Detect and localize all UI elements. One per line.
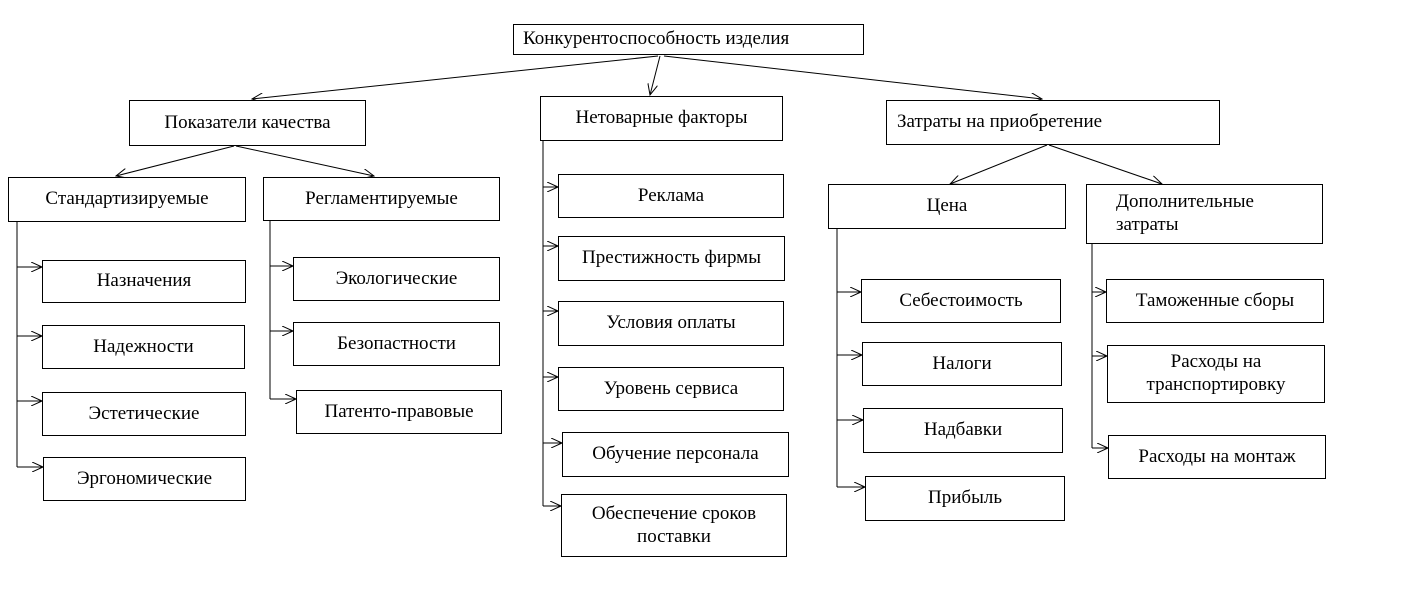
regulated-label: Регламентируемые	[305, 187, 458, 209]
price-item-4: Прибыль	[865, 476, 1065, 521]
list-item-label: Расходы на монтаж	[1138, 445, 1296, 467]
nonproduct-item-1: Реклама	[558, 174, 784, 218]
list-item-label: Обучение персонала	[592, 443, 759, 465]
list-item-label: Себестоимость	[899, 289, 1023, 311]
regulated-node: Регламентируемые	[263, 177, 500, 221]
nonproduct-item-2: Престижность фирмы	[558, 236, 785, 281]
quality-label: Показатели качества	[164, 111, 331, 133]
regulated-item-2: Безопастности	[293, 322, 500, 366]
list-item-label: Патенто-правовые	[324, 400, 474, 422]
standard-item-1: Назначения	[42, 260, 246, 303]
nonproduct-item-3: Условия оплаты	[558, 301, 784, 346]
extra-item-2: Расходы на транспортировку	[1107, 345, 1325, 403]
quality-node: Показатели качества	[129, 100, 366, 146]
nonproduct-item-5: Обучение персонала	[562, 432, 789, 477]
arrow-root-costs	[663, 55, 1042, 99]
standard-item-3: Эстетические	[42, 392, 246, 436]
regulated-item-1: Экологические	[293, 257, 500, 301]
arrow-quality-regulated	[235, 145, 374, 176]
list-item-label: Эстетические	[88, 402, 200, 424]
standard-label: Стандартизируемые	[45, 188, 209, 210]
nonproduct-item-4: Уровень сервиса	[558, 367, 784, 411]
arrow-quality-standard	[116, 145, 235, 176]
list-item-label: Налоги	[932, 352, 992, 374]
list-item-label: Реклама	[637, 184, 705, 206]
list-item-label: Надежности	[93, 335, 194, 357]
list-item-label: Безопастности	[337, 332, 456, 354]
list-item-label: Престижность фирмы	[582, 247, 761, 269]
list-item-label: Эргономические	[76, 467, 213, 489]
list-item-label: Условия оплаты	[606, 312, 736, 334]
standard-item-4: Эргономические	[43, 457, 246, 501]
list-item-label: Назначения	[96, 270, 192, 292]
extra-item-3: Расходы на монтаж	[1108, 435, 1326, 479]
extra-node: Дополнительные затраты	[1086, 184, 1323, 244]
list-item-label: Экологические	[335, 267, 458, 289]
root-label: Конкурентоспособность изделия	[523, 28, 790, 50]
costs-label: Затраты на приобретение	[897, 111, 1103, 133]
list-item-label: Уровень сервиса	[603, 377, 739, 399]
list-item-label: Таможенные сборы	[1135, 289, 1295, 311]
regulated-item-3: Патенто-правовые	[296, 390, 502, 434]
arrow-costs-extra	[1048, 144, 1162, 184]
extra-item-1: Таможенные сборы	[1106, 279, 1324, 323]
list-item-label: Прибыль	[928, 487, 1002, 509]
costs-node: Затраты на приобретение	[886, 100, 1220, 145]
price-item-3: Надбавки	[863, 408, 1063, 453]
nonproduct-item-6: Обеспечение сроков поставки	[561, 494, 787, 557]
arrow-root-nonproduct	[650, 55, 661, 95]
nonproduct-node: Нетоварные факторы	[540, 96, 783, 141]
standard-node: Стандартизируемые	[8, 177, 246, 222]
price-node: Цена	[828, 184, 1066, 229]
arrow-costs-price	[950, 144, 1048, 184]
price-item-2: Налоги	[862, 342, 1062, 386]
standard-item-2: Надежности	[42, 325, 245, 369]
extra-label: Дополнительные затраты	[1116, 191, 1254, 235]
list-item-label: Расходы на транспортировку	[1146, 351, 1286, 395]
list-item-label: Обеспечение сроков поставки	[591, 502, 757, 547]
arrow-root-quality	[252, 55, 659, 99]
nonproduct-label: Нетоварные факторы	[575, 107, 748, 129]
root-node: Конкурентоспособность изделия	[513, 24, 864, 55]
price-item-1: Себестоимость	[861, 279, 1061, 323]
price-label: Цена	[926, 195, 968, 217]
list-item-label: Надбавки	[923, 419, 1003, 441]
